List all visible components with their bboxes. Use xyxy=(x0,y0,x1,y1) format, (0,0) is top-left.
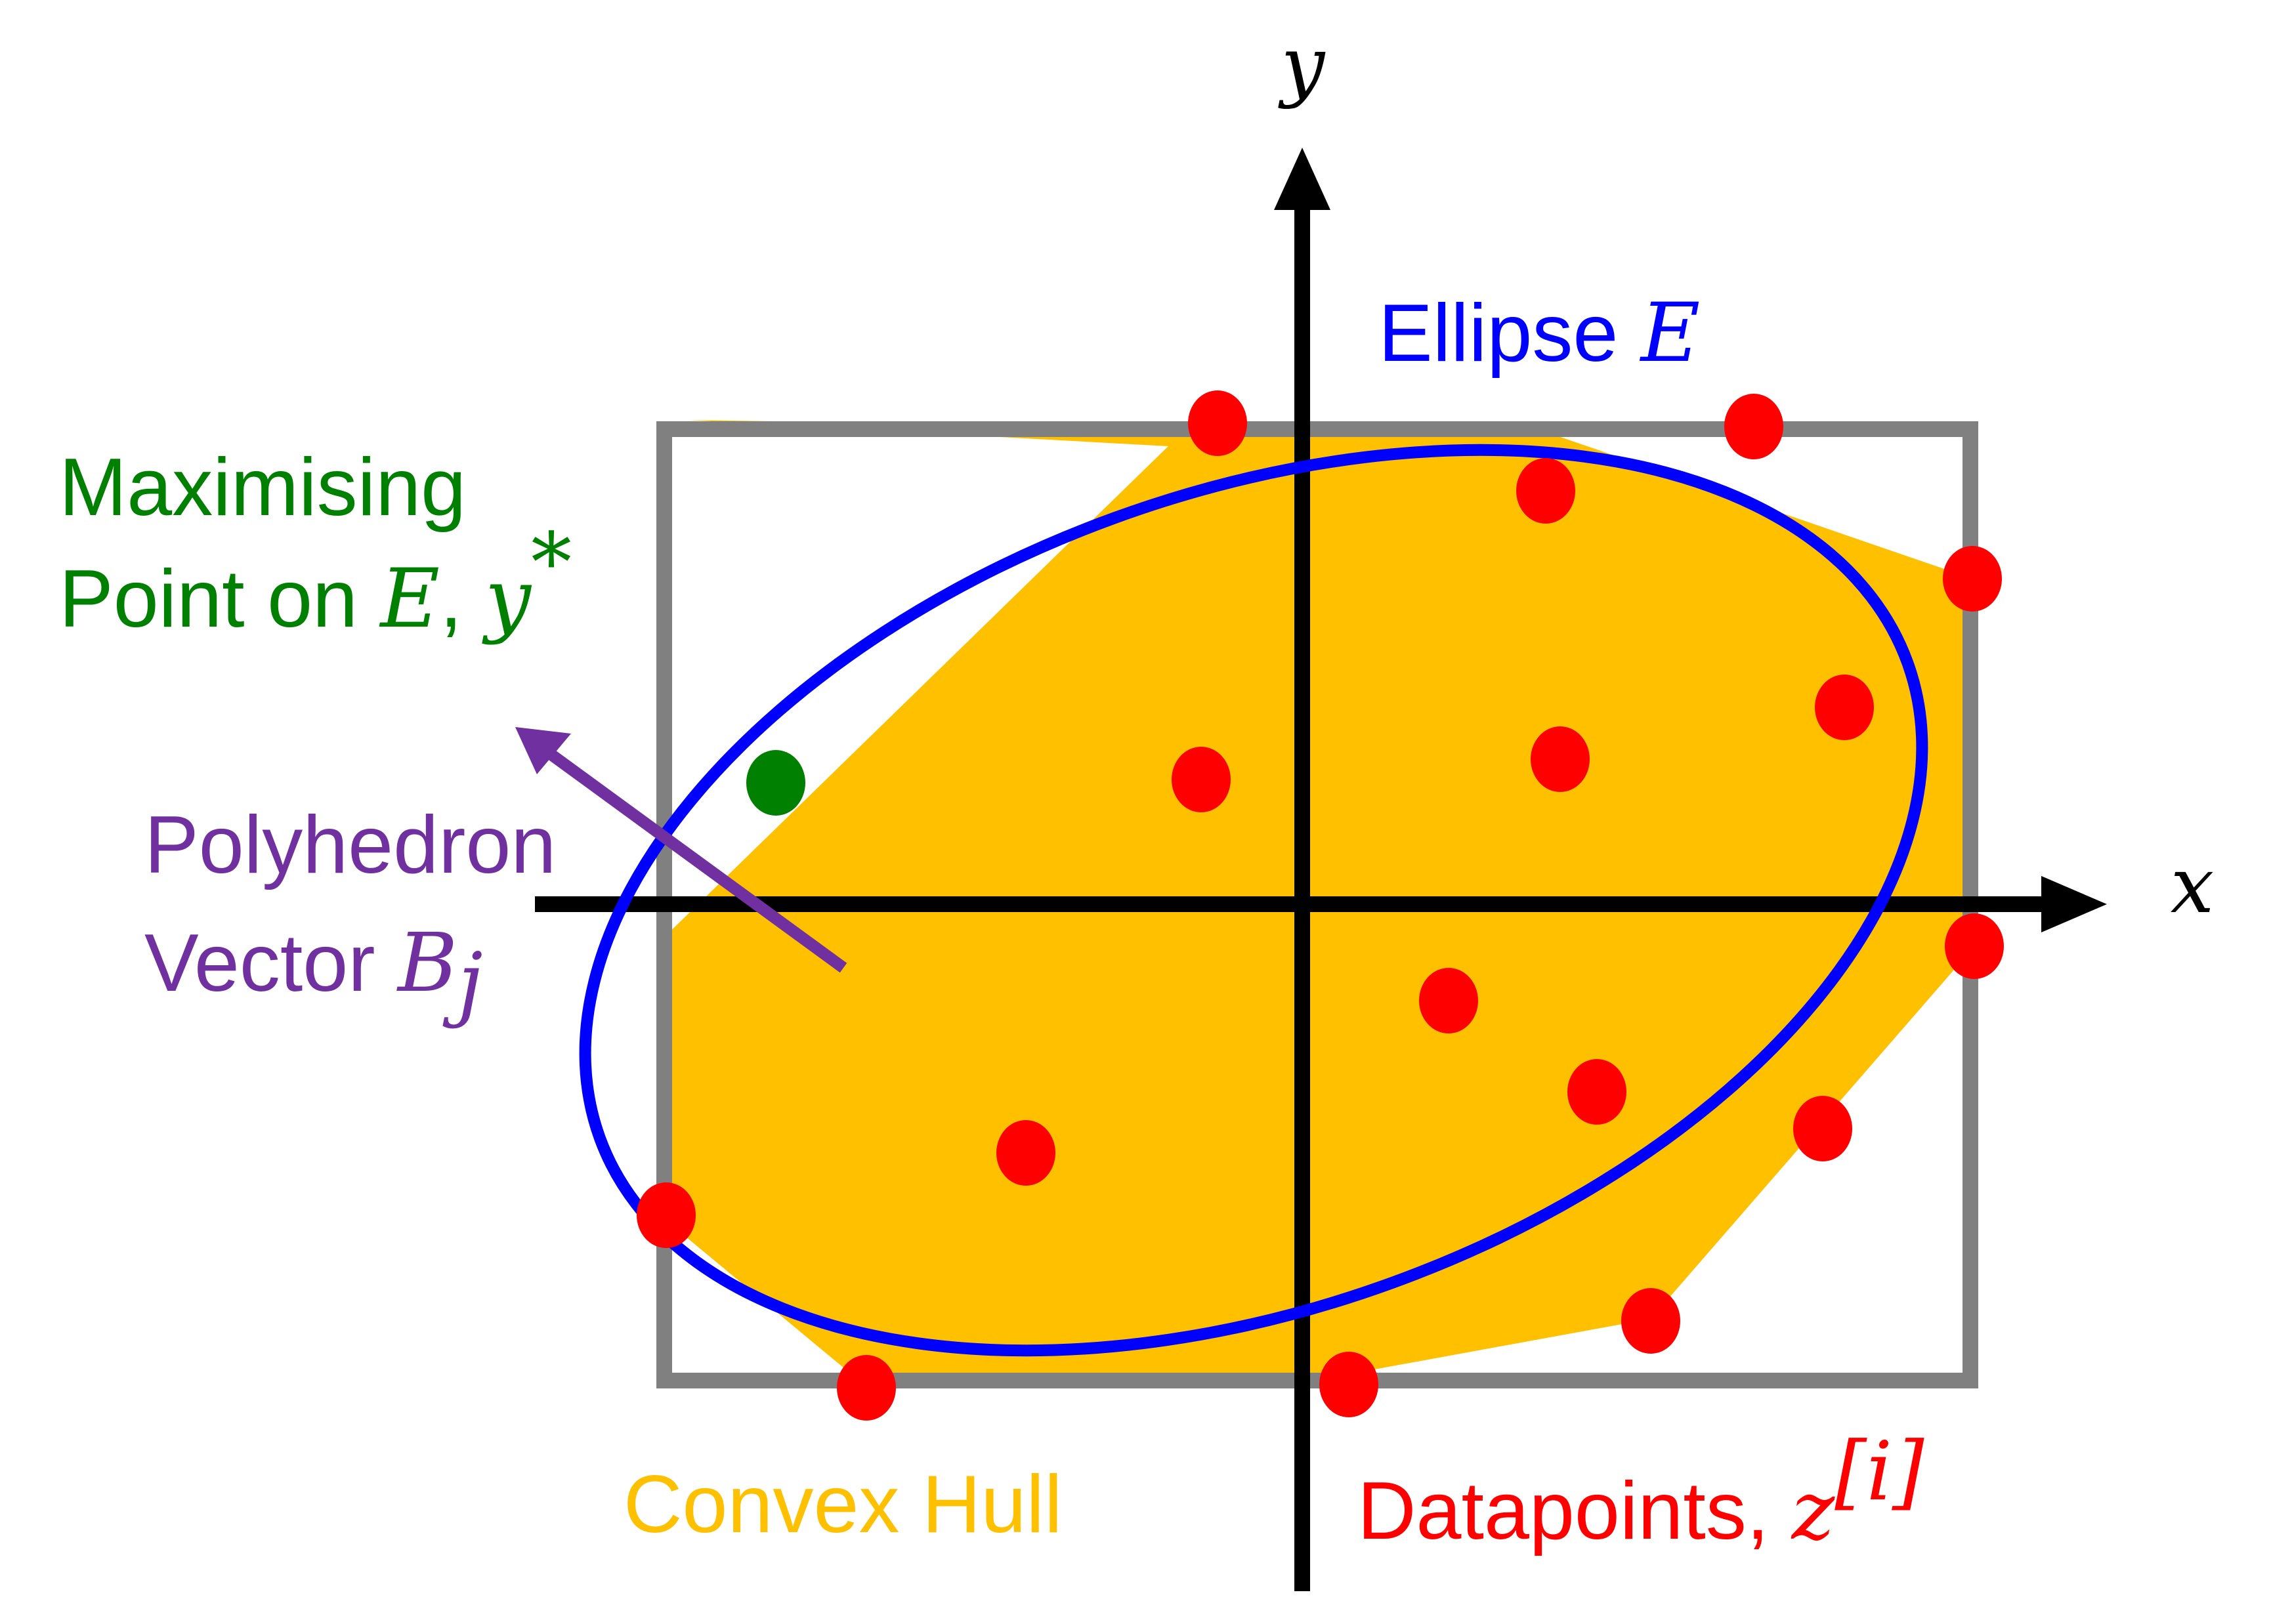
x-axis-label: x xyxy=(2171,840,2215,930)
datapoints-label: Datapoints, z[i] xyxy=(1357,1425,1924,1558)
y-axis-arrowhead xyxy=(1274,148,1330,210)
datapoint xyxy=(1516,458,1575,524)
datapoint xyxy=(1319,1352,1378,1417)
polyhedron-label-line1: Polyhedron xyxy=(144,800,556,890)
datapoint xyxy=(1188,390,1247,456)
datapoints xyxy=(637,390,2004,1421)
datapoint xyxy=(1621,1288,1680,1354)
datapoint xyxy=(996,1120,1055,1186)
datapoint xyxy=(1793,1096,1852,1161)
maximising-label-line1: Maximising xyxy=(59,442,466,533)
datapoint xyxy=(1567,1059,1626,1125)
polyhedron-vector-arrowhead xyxy=(515,727,571,774)
datapoint xyxy=(1815,675,1874,740)
maximising-point xyxy=(746,750,805,816)
ellipse-e xyxy=(579,444,1928,1357)
convex-hull-label: Convex Hull xyxy=(624,1459,1063,1550)
maximising-label-line2: Point on E, y* xyxy=(59,516,572,646)
ellipse-label: Ellipse E xyxy=(1378,286,1700,381)
datapoint xyxy=(637,1182,696,1248)
datapoint xyxy=(1945,913,2004,979)
datapoint xyxy=(1943,546,2002,612)
y-axis-label: y xyxy=(1278,20,1326,110)
datapoint xyxy=(837,1355,896,1421)
datapoint xyxy=(1531,726,1590,792)
x-axis-arrowhead xyxy=(2041,876,2107,932)
datapoint xyxy=(1724,394,1783,459)
polyhedron-label-line2: Vector Bj xyxy=(144,916,483,1030)
datapoint xyxy=(1419,968,1478,1033)
polyhedron-vector-arrow xyxy=(547,749,847,973)
datapoint xyxy=(1172,747,1231,812)
